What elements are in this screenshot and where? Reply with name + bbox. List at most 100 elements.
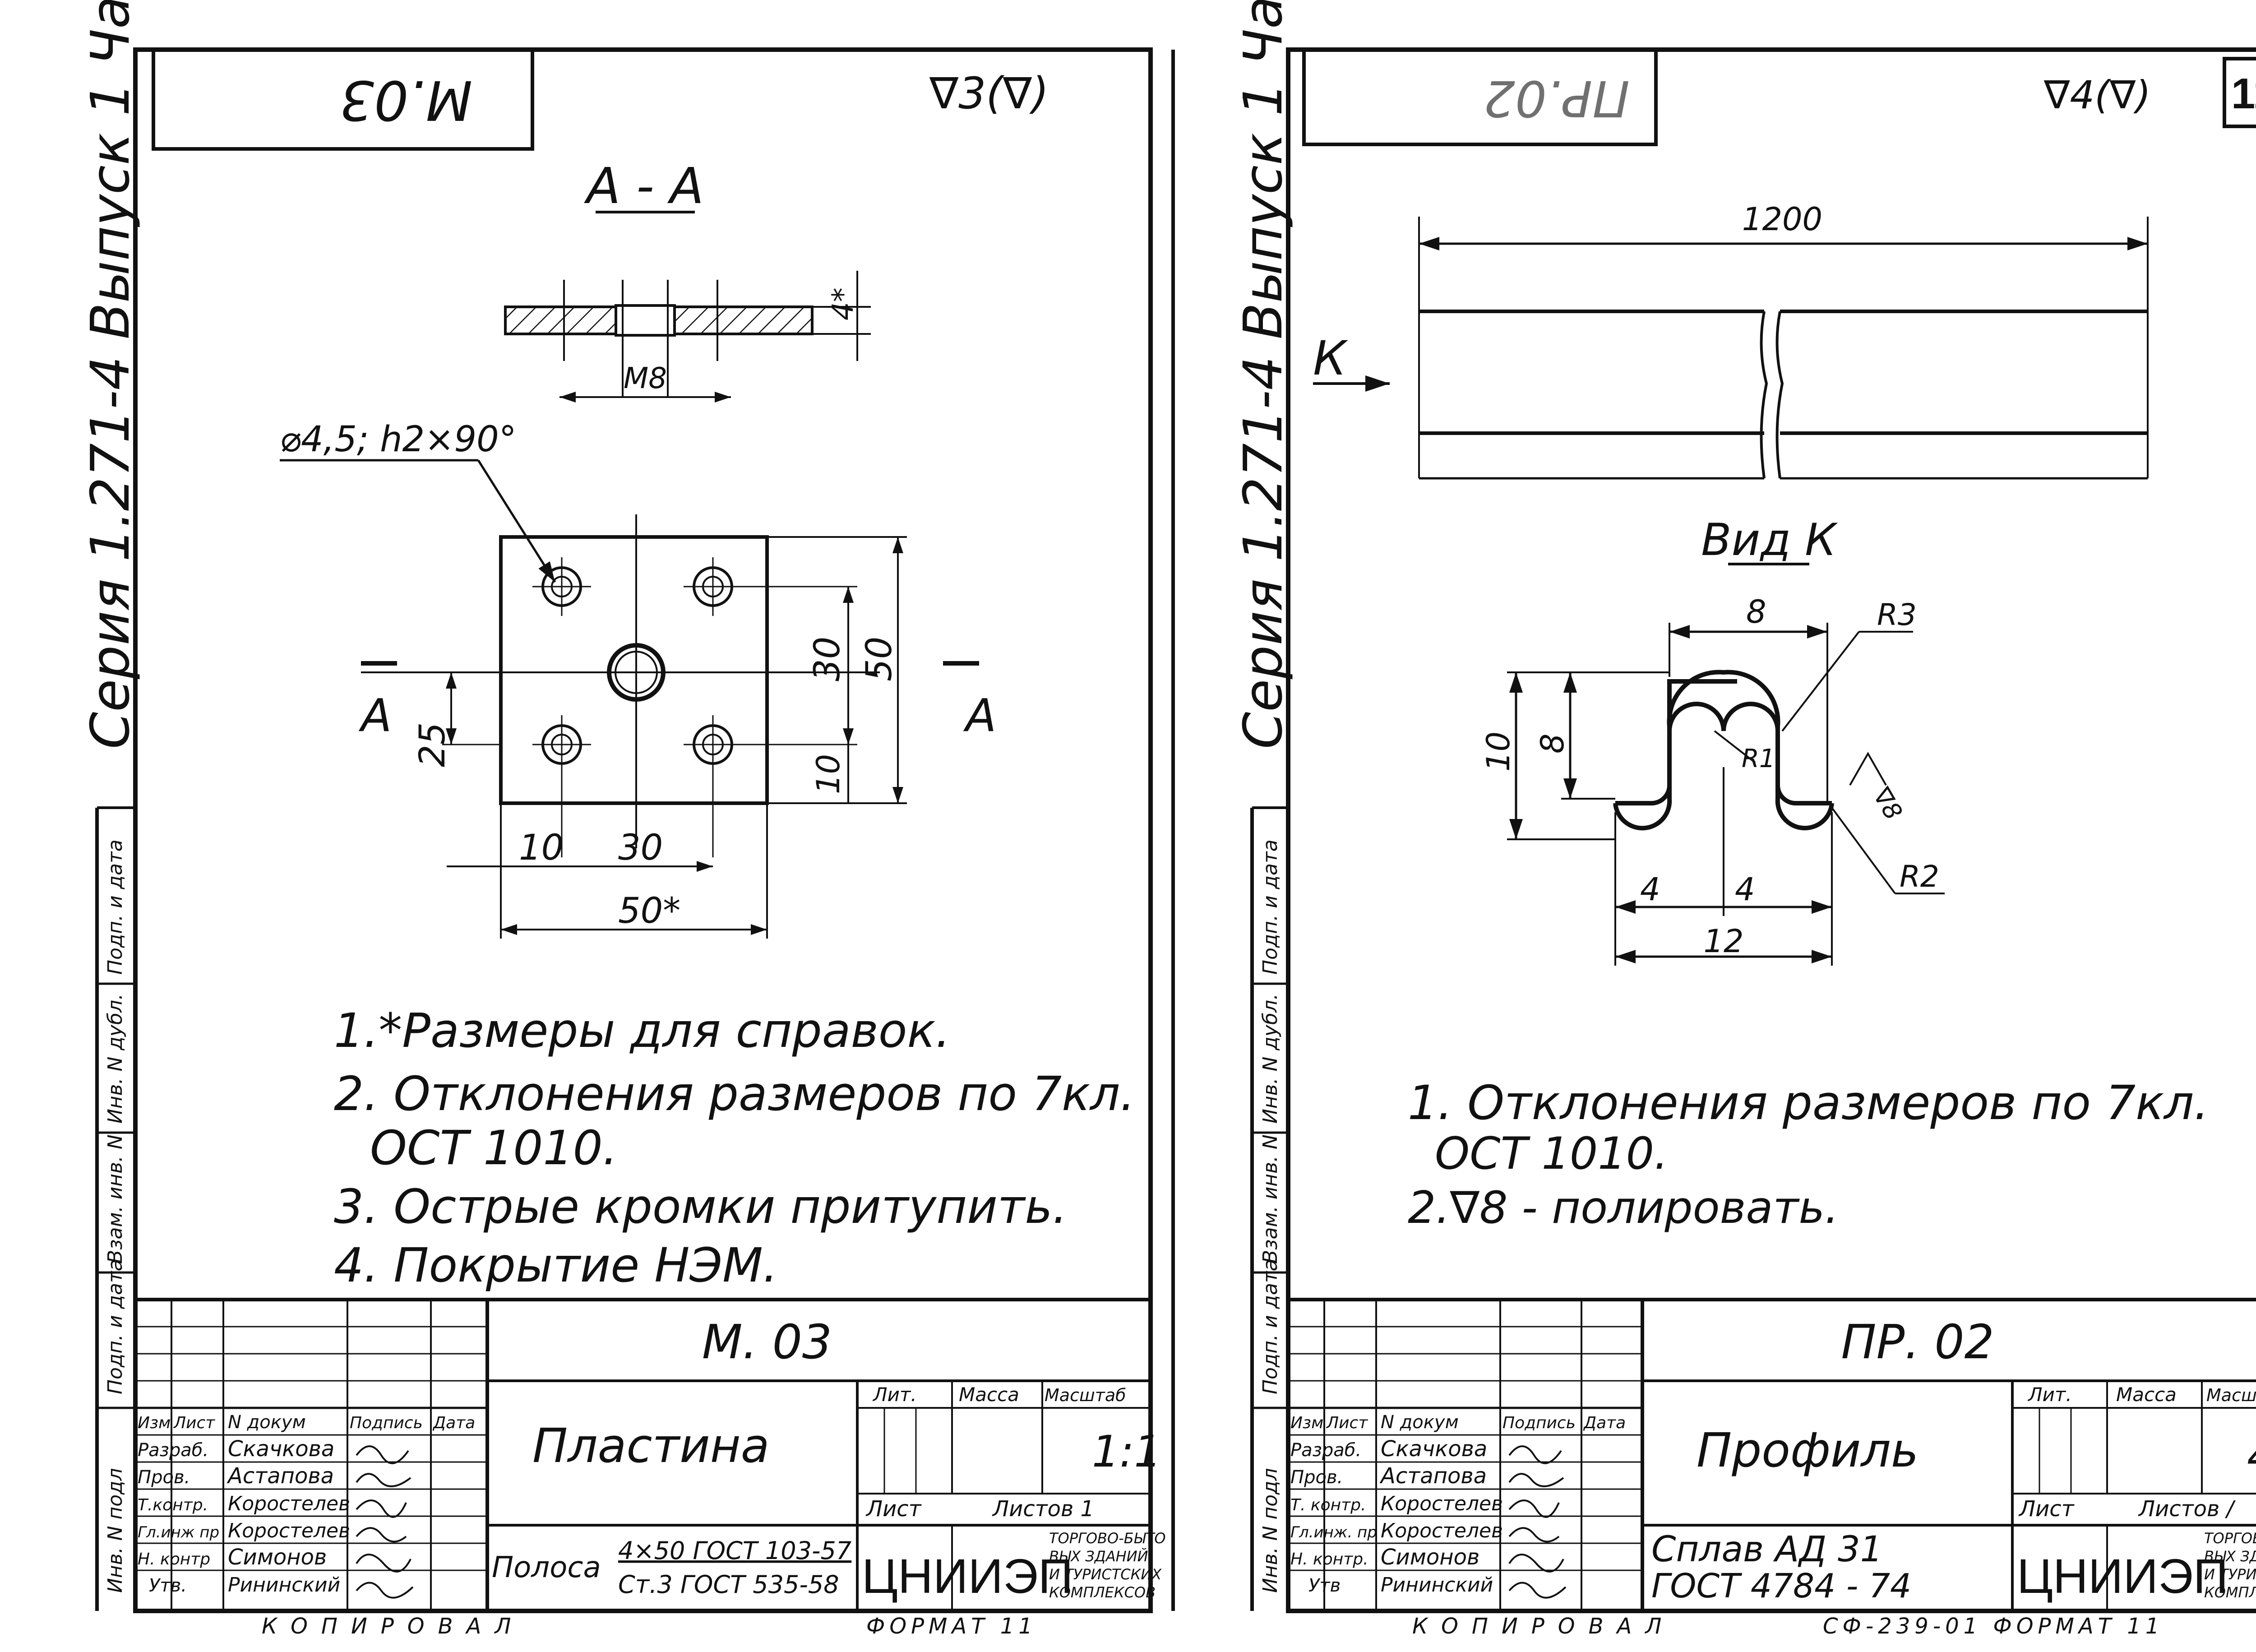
- tb-col-mass-left: Масса: [959, 1384, 1019, 1406]
- dim-50-horizontal: 50*: [618, 891, 680, 931]
- tb-role: Т. контр.: [1290, 1496, 1366, 1514]
- tb-org-desc: КОМПЛЕКС: [2204, 1584, 2256, 1601]
- tb-name: Коростелев: [228, 1492, 350, 1515]
- tb-sheets-label-right: Листов /: [2138, 1496, 2236, 1522]
- dim-r3: R3: [1877, 597, 1917, 632]
- tb-header-date: Дата: [432, 1414, 475, 1432]
- note-line: 2. Отклонения размеров по 7кл.: [334, 1066, 1135, 1121]
- tb-header-list: Лист: [1326, 1414, 1368, 1432]
- signature-marks: [1508, 1445, 1567, 1599]
- side-label-5: Подп. и дата: [1259, 839, 1282, 975]
- side-label-1: Инв. N подл: [104, 1468, 127, 1593]
- tb-header-doc: N докум: [228, 1412, 306, 1433]
- tb-name: Симонов: [1381, 1545, 1479, 1570]
- note-line: 3. Острые кромки притупить.: [334, 1179, 1068, 1234]
- tb-org-right: ЦНИИЭП: [2017, 1549, 2228, 1603]
- tb-name: Скачкова: [1381, 1436, 1487, 1462]
- dim-thread: M8: [624, 362, 667, 395]
- note-line: 2.∇8 - полировать.: [1408, 1182, 1839, 1234]
- dim-width-8: 8: [1746, 593, 1766, 630]
- tb-role: Гл.инж пр: [138, 1523, 219, 1541]
- tb-role: Т.контр.: [138, 1496, 208, 1514]
- hole-callout: ⌀4,5; h2×90°: [280, 419, 517, 460]
- tb-name: Коростелев: [228, 1519, 350, 1542]
- side-series-right: Серия 1.271-4 Выпуск 1 Часть I: [1232, 0, 1294, 749]
- tb-doc-code-right: ПР. 02: [1841, 1314, 1994, 1370]
- tb-sheet-label-left: Лист: [865, 1496, 922, 1522]
- sheet-right: Серия 1.271-4 Выпуск 1 Часть I Инв. N по…: [1232, 0, 2256, 1639]
- tb-role: Пров.: [138, 1467, 190, 1488]
- tb-format-label-right: СФ-239-01 ФОРМАТ 11: [1823, 1614, 2164, 1639]
- tb-role: Гл.инж. пр: [1290, 1523, 1377, 1541]
- tb-copy-label-left: КОПИРОВАЛ: [262, 1614, 524, 1639]
- tb-org-desc: ВЫХ ЗДАНИЙ: [1049, 1548, 1148, 1565]
- tb-org-desc: ТОРГОВО-БЫ: [2204, 1530, 2256, 1547]
- side-label-3: Взам. инв. N: [104, 1134, 127, 1263]
- tb-col-scale-left: Масштаб: [1045, 1385, 1126, 1405]
- dim-10-horizontal: 10: [519, 828, 564, 868]
- profile-long-view: [1313, 217, 2149, 480]
- tb-org-desc: ТОРГОВО-БЫТО: [1049, 1530, 1166, 1547]
- tb-header-sign: Подпись: [1502, 1414, 1576, 1432]
- dim-base-4b: 4: [1735, 871, 1755, 908]
- tb-part-name-right: Профиль: [1697, 1423, 1919, 1478]
- notes-left: 1.*Размеры для справок. 2. Отклонения ра…: [334, 1003, 1135, 1293]
- tb-format-label-left: ФОРМАТ 11: [866, 1614, 1037, 1639]
- tb-role: Утв: [1308, 1575, 1341, 1596]
- side-label-2: Подп. и дата: [104, 1259, 127, 1394]
- tb-name: Коростелев: [1381, 1492, 1503, 1515]
- tb-sheets-label-left: Листов 1: [992, 1496, 1094, 1522]
- tb-col-scale-right: Масшта: [2206, 1385, 2256, 1405]
- profile-section-k: [1507, 623, 1945, 966]
- notes-right: 1. Отклонения размеров по 7кл. ОСТ 1010.…: [1408, 1075, 2209, 1234]
- tb-header-doc: N докум: [1381, 1412, 1459, 1433]
- tb-org-desc: КОМПЛЕКСОВ: [1049, 1584, 1156, 1601]
- dim-50-vertical: 50: [859, 637, 900, 681]
- tb-org-desc: И ТУРИСТСК: [2204, 1566, 2256, 1583]
- tb-col-mass-right: Масса: [2116, 1384, 2177, 1406]
- dim-base-4a: 4: [1640, 871, 1660, 908]
- tb-name: Скачкова: [228, 1436, 334, 1462]
- side-label-3: Взам. инв. N: [1259, 1134, 1282, 1263]
- view-k-label: Вид К: [1701, 514, 1838, 566]
- note-line: ОСТ 1010.: [1435, 1128, 1668, 1180]
- tb-scale-right: 4:1: [2247, 1431, 2256, 1481]
- side-label-4: Инв. N дубл.: [104, 994, 127, 1124]
- tb-name: Астапова: [1379, 1463, 1487, 1489]
- dim-10-vertical: 10: [810, 754, 847, 794]
- tb-header-date: Дата: [1583, 1414, 1626, 1432]
- tb-doc-code-left: M. 03: [702, 1314, 832, 1370]
- finish-mark: ∇8: [1867, 782, 1908, 824]
- mounting-holes: [532, 557, 742, 857]
- dim-r2: R2: [1900, 859, 1939, 894]
- tb-name: Коростелев: [1381, 1519, 1503, 1542]
- tb-name: Рининский: [1381, 1573, 1493, 1596]
- tb-header-sign: Подпись: [350, 1414, 423, 1432]
- tb-material-bottom-left: Ст.3 ГОСТ 535-58: [618, 1570, 839, 1599]
- side-label-2: Подп. и дата: [1259, 1259, 1282, 1394]
- tb-role: Н. контр: [138, 1550, 210, 1569]
- section-title: А - А: [584, 157, 704, 215]
- tb-col-lit-right: Лит.: [2027, 1384, 2072, 1406]
- dim-30-horizontal: 30: [618, 828, 663, 868]
- tb-header-izm: Изм: [138, 1414, 171, 1432]
- tb-header-izm: Изм: [1290, 1414, 1323, 1432]
- tb-role: Утв.: [149, 1575, 187, 1596]
- note-line: 1.*Размеры для справок.: [334, 1003, 950, 1058]
- tb-org-desc: И ТУРИСТСКИХ: [1049, 1566, 1162, 1583]
- tb-name: Астапова: [227, 1463, 334, 1489]
- surface-mark-left: ∇3(∇): [929, 68, 1049, 119]
- tb-name: Рининский: [228, 1573, 340, 1596]
- tb-role: Разраб.: [138, 1440, 208, 1461]
- dim-25: 25: [412, 722, 453, 767]
- stamp-code-right: ПР.02: [1484, 69, 1630, 127]
- tb-role: Пров.: [1290, 1467, 1343, 1488]
- page-number: 11: [2231, 69, 2256, 118]
- frame-right: [1286, 47, 2256, 1613]
- note-line: ОСТ 1010.: [370, 1120, 618, 1175]
- cut-label-left-a: А: [358, 689, 392, 742]
- tb-org-desc: ВЫХ ЗДАН: [2204, 1548, 2256, 1565]
- title-block-right: [1286, 1298, 2256, 1613]
- tb-header-list: Лист: [173, 1414, 215, 1432]
- dim-r1: R1: [1742, 744, 1775, 773]
